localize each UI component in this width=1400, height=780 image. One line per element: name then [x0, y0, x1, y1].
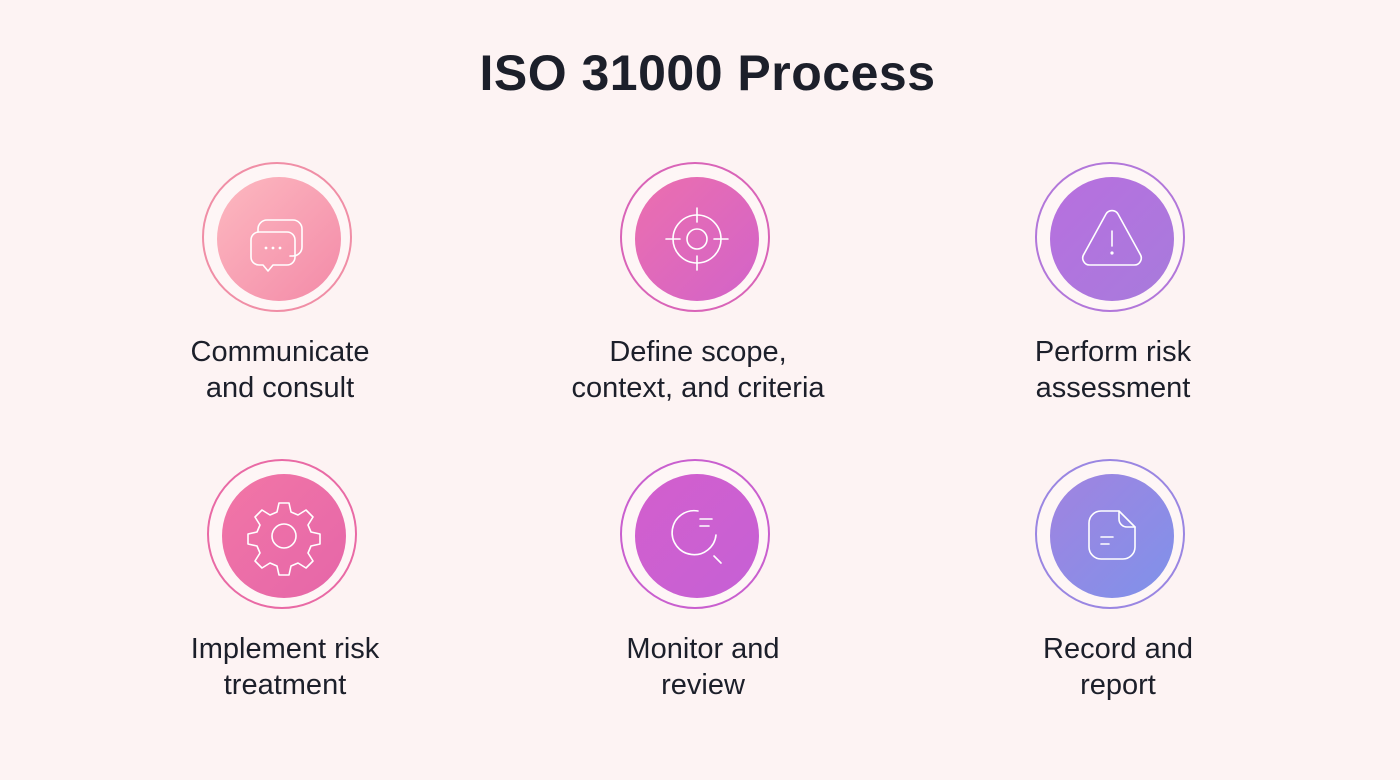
icon-disc	[1050, 177, 1174, 301]
document-icon	[1088, 510, 1136, 560]
icon-disc	[217, 177, 341, 301]
step-label-line: Monitor and	[626, 633, 780, 665]
icon-ring	[202, 162, 352, 312]
step-label-line: Communicate	[190, 336, 370, 368]
step-label: Communicate and consult	[100, 334, 460, 406]
icon-disc	[635, 474, 759, 598]
icon-ring	[620, 162, 770, 312]
step-label-line: context, and criteria	[571, 372, 825, 404]
icon-ring	[1035, 459, 1185, 609]
warning-triangle-icon	[1081, 209, 1143, 266]
step-label: Monitor and review	[523, 631, 883, 703]
step-label: Implement risk treatment	[105, 631, 465, 703]
icon-disc	[635, 177, 759, 301]
icon-ring	[207, 459, 357, 609]
gear-icon	[247, 502, 321, 576]
step-label-line: Perform risk	[1034, 336, 1192, 368]
step-label-line: and consult	[205, 372, 355, 404]
icon-ring	[620, 459, 770, 609]
step-label: Record and report	[938, 631, 1298, 703]
step-label-line: review	[661, 669, 745, 701]
refresh-search-icon	[671, 509, 722, 564]
step-label-line: Define scope,	[609, 336, 787, 368]
step-label: Perform risk assessment	[933, 334, 1293, 406]
chat-bubbles-icon	[250, 219, 303, 272]
step-label-line: treatment	[223, 669, 347, 701]
icon-ring	[1035, 162, 1185, 312]
step-label-line: Implement risk	[190, 633, 380, 665]
page-title: ISO 31000 Process	[479, 45, 936, 101]
icon-disc	[1050, 474, 1174, 598]
icon-disc	[222, 474, 346, 598]
step-label-line: Record and	[1043, 633, 1193, 665]
step-label-line: assessment	[1035, 372, 1191, 404]
step-label: Define scope, context, and criteria	[518, 334, 878, 406]
target-crosshair-icon	[665, 207, 729, 271]
step-label-line: report	[1080, 669, 1156, 701]
